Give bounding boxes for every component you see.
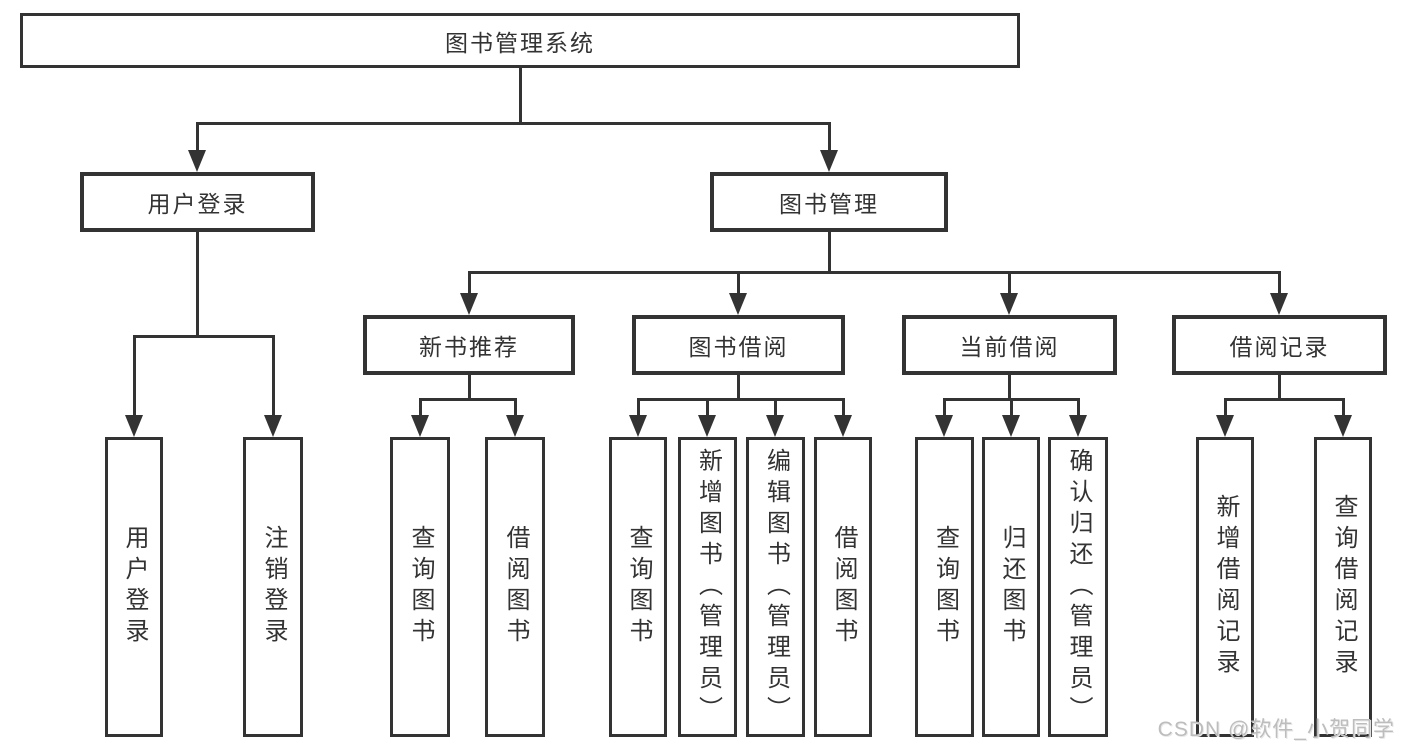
node-leaf-borrow-books-1: 借阅图书 bbox=[485, 437, 545, 737]
connector-drop-line bbox=[828, 122, 831, 152]
connector-stub-line bbox=[828, 232, 831, 274]
arrowhead-down-icon bbox=[729, 293, 747, 315]
node-leaf-logout: 注销登录 bbox=[243, 437, 303, 737]
arrowhead-down-icon bbox=[629, 415, 647, 437]
arrowhead-down-icon bbox=[935, 415, 953, 437]
node-new-book-recommend: 新书推荐 bbox=[363, 315, 575, 375]
connector-drop-line bbox=[514, 398, 517, 417]
connector-rail-line bbox=[419, 398, 517, 401]
connector-drop-line bbox=[774, 398, 777, 417]
arrowhead-down-icon bbox=[125, 415, 143, 437]
arrowhead-down-icon bbox=[1334, 415, 1352, 437]
arrowhead-down-icon bbox=[188, 150, 206, 172]
arrowhead-down-icon bbox=[1216, 415, 1234, 437]
node-label: 新增借阅记录 bbox=[1212, 494, 1239, 680]
arrowhead-down-icon bbox=[820, 150, 838, 172]
node-library-system: 图书管理系统 bbox=[20, 13, 1020, 68]
node-label: 新增图书（管理员） bbox=[694, 447, 722, 727]
node-label: 查询借阅记录 bbox=[1330, 494, 1357, 680]
connector-stub-line bbox=[468, 375, 471, 401]
node-label: 用户登录 bbox=[147, 191, 248, 217]
node-label: 查询图书 bbox=[931, 525, 959, 649]
arrowhead-down-icon bbox=[506, 415, 524, 437]
node-label: 借阅图书 bbox=[502, 525, 529, 649]
node-label: 归还图书 bbox=[998, 525, 1025, 649]
node-book-borrowing: 图书借阅 bbox=[632, 315, 845, 375]
connector-drop-line bbox=[1010, 398, 1013, 417]
node-label: 图书管理系统 bbox=[445, 29, 595, 56]
connector-drop-line bbox=[943, 398, 946, 417]
connector-stub-line bbox=[1008, 375, 1011, 401]
node-leaf-query-books-3: 查询图书 bbox=[915, 437, 974, 737]
node-leaf-add-books-admin: 新增图书（管理员） bbox=[678, 437, 737, 737]
node-label: 查询图书 bbox=[407, 525, 434, 649]
arrowhead-down-icon bbox=[766, 415, 784, 437]
arrowhead-down-icon bbox=[264, 415, 282, 437]
arrowhead-down-icon bbox=[1270, 293, 1288, 315]
connector-rail-line bbox=[468, 271, 1281, 274]
connector-drop-line bbox=[1077, 398, 1080, 417]
node-leaf-confirm-return: 确认归还（管理员） bbox=[1048, 437, 1108, 737]
arrowhead-down-icon bbox=[698, 415, 716, 437]
connector-drop-line bbox=[637, 398, 640, 417]
arrowhead-down-icon bbox=[834, 415, 852, 437]
connector-drop-line bbox=[1342, 398, 1345, 417]
connector-drop-line bbox=[196, 122, 199, 152]
node-label: 当前借阅 bbox=[959, 334, 1060, 360]
node-book-management: 图书管理 bbox=[710, 172, 948, 232]
connector-stub-line bbox=[519, 68, 522, 125]
connector-rail-line bbox=[637, 398, 845, 401]
node-label: 图书借阅 bbox=[688, 334, 789, 360]
node-current-borrowing: 当前借阅 bbox=[902, 315, 1117, 375]
node-leaf-query-books-2: 查询图书 bbox=[609, 437, 667, 737]
connector-stub-line bbox=[1278, 375, 1281, 401]
node-label: 注销登录 bbox=[260, 525, 287, 649]
arrowhead-down-icon bbox=[460, 293, 478, 315]
node-label: 确认归还（管理员） bbox=[1065, 447, 1092, 727]
node-leaf-query-borrow-record: 查询借阅记录 bbox=[1314, 437, 1372, 737]
node-leaf-user-login: 用户登录 bbox=[105, 437, 163, 737]
arrowhead-down-icon bbox=[1069, 415, 1087, 437]
node-label: 编辑图书（管理员） bbox=[762, 447, 790, 727]
node-leaf-add-borrow-record: 新增借阅记录 bbox=[1196, 437, 1254, 737]
connector-rail-line bbox=[1224, 398, 1345, 401]
node-label: 查询图书 bbox=[625, 525, 652, 649]
node-leaf-edit-books-admin: 编辑图书（管理员） bbox=[746, 437, 805, 737]
csdn-watermark: CSDN @软件_小贺同学 bbox=[1157, 718, 1395, 741]
node-label: 借阅图书 bbox=[830, 525, 857, 649]
node-label: 图书管理 bbox=[779, 191, 879, 217]
connector-rail-line bbox=[196, 122, 831, 125]
node-label: 新书推荐 bbox=[419, 334, 519, 360]
node-leaf-return-books: 归还图书 bbox=[982, 437, 1040, 737]
arrowhead-down-icon bbox=[1000, 293, 1018, 315]
node-label: 用户登录 bbox=[121, 525, 148, 649]
connector-drop-line bbox=[842, 398, 845, 417]
connector-drop-line bbox=[737, 271, 740, 295]
connector-rail-line bbox=[133, 335, 275, 338]
connector-drop-line bbox=[419, 398, 422, 417]
node-borrowing-records: 借阅记录 bbox=[1172, 315, 1387, 375]
connector-drop-line bbox=[1008, 271, 1011, 295]
node-leaf-query-books-1: 查询图书 bbox=[390, 437, 450, 737]
connector-drop-line bbox=[272, 335, 275, 417]
connector-drop-line bbox=[468, 271, 471, 295]
connector-drop-line bbox=[706, 398, 709, 417]
connector-stub-line bbox=[737, 375, 740, 401]
connector-drop-line bbox=[133, 335, 136, 417]
node-user-login: 用户登录 bbox=[80, 172, 315, 232]
arrowhead-down-icon bbox=[411, 415, 429, 437]
arrowhead-down-icon bbox=[1002, 415, 1020, 437]
connector-drop-line bbox=[1278, 271, 1281, 295]
connector-stub-line bbox=[196, 232, 199, 338]
node-leaf-borrow-books-2: 借阅图书 bbox=[814, 437, 872, 737]
connector-drop-line bbox=[1224, 398, 1227, 417]
node-label: 借阅记录 bbox=[1229, 334, 1330, 360]
